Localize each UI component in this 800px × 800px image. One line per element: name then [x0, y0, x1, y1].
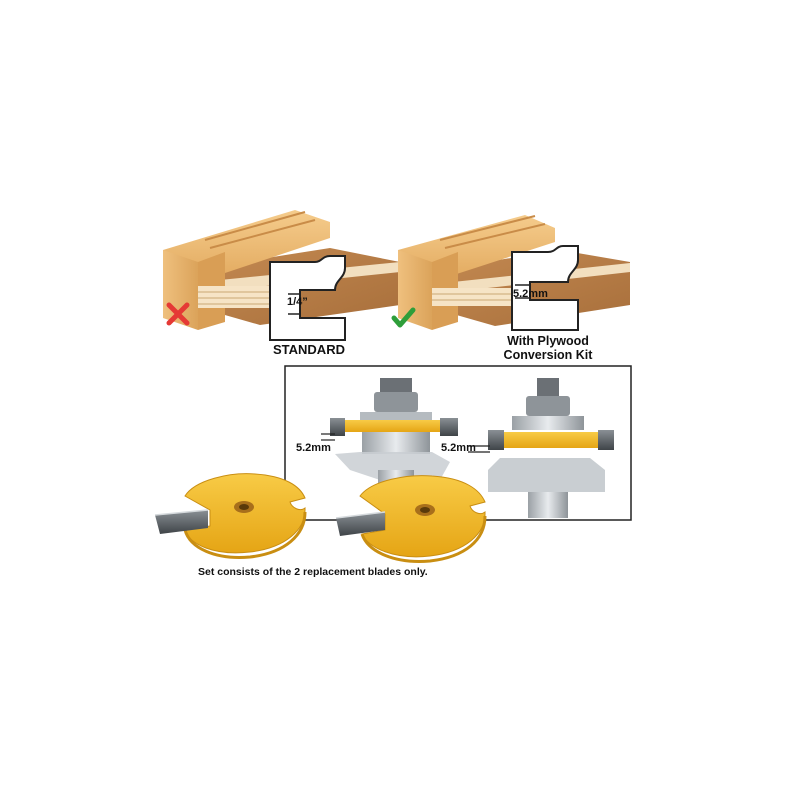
quarter-inch-label: 1/4” — [287, 296, 308, 308]
profile-mm-label: 5.2mm — [513, 288, 548, 300]
kit-label-line1: With Plywood — [507, 334, 589, 348]
x-mark-icon — [166, 302, 190, 326]
kit-label: With Plywood Conversion Kit — [498, 334, 598, 362]
replacement-blade-left — [154, 473, 307, 559]
kit-joint — [398, 215, 630, 331]
bit-right-mm-label: 5.2mm — [441, 442, 476, 454]
bit-left-mm-label: 5.2mm — [296, 442, 331, 454]
replacement-blade-right — [335, 475, 487, 563]
kit-label-line2: Conversion Kit — [503, 348, 593, 362]
check-mark-icon — [391, 307, 416, 328]
assembled-bit-right — [468, 378, 614, 518]
standard-joint — [163, 210, 400, 341]
set-note: Set consists of the 2 replacement blades… — [198, 566, 428, 578]
standard-label: STANDARD — [273, 342, 345, 357]
